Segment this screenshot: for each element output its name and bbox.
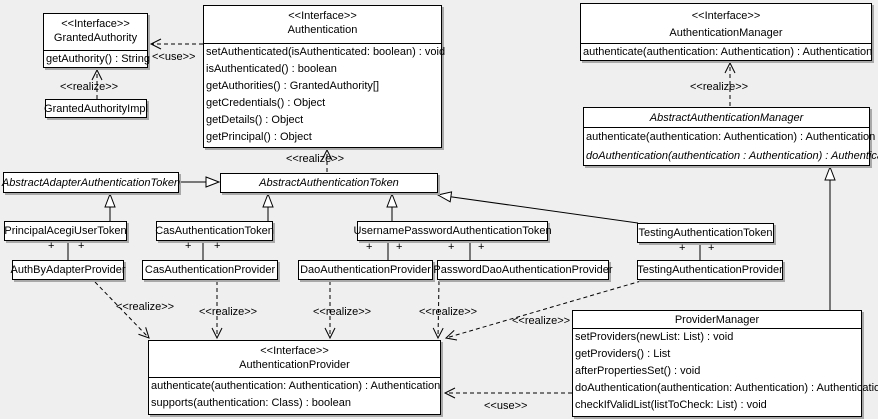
class-name: CasAuthenticationToken: [155, 225, 274, 237]
edge-realize-passworddaoauthenticationprovider: [432, 280, 444, 340]
method: authenticate(authentication: Authenticat…: [583, 46, 873, 58]
class-testing-authentication-token[interactable]: TestingAuthenticationToken: [637, 223, 774, 243]
multiplicity-label: +: [185, 240, 192, 252]
method: supports(authentication: Class) : boolea…: [151, 397, 351, 409]
class-password-dao-authentication-provider[interactable]: PasswordDaoAuthenticationProvider: [433, 260, 613, 280]
stereotype-label: <<Interface>>: [61, 18, 130, 30]
edge-gen-testingauthenticationtoken: [436, 191, 639, 224]
edge-label-realize: <<realize>>: [690, 81, 749, 93]
class-abstract-adapter-authentication-token[interactable]: AbstractAdapterAuthenticationToken: [1, 172, 181, 193]
class-provider-manager[interactable]: ProviderManager setProviders(newList: Li…: [572, 310, 878, 417]
class-authentication[interactable]: <<Interface>> Authentication setAuthenti…: [203, 5, 446, 148]
class-name: AbstractAuthenticationToken: [259, 177, 399, 189]
class-name: ProviderManager: [674, 313, 760, 326]
class-testing-authentication-provider[interactable]: TestingAuthenticationProvider: [637, 260, 783, 280]
multiplicity-label: +: [214, 240, 221, 252]
stereotype-label: <<Interface>>: [691, 10, 761, 22]
method: setAuthenticated(isAuthenticated: boolea…: [206, 46, 446, 58]
class-dao-authentication-provider[interactable]: DaoAuthenticationProvider: [298, 260, 433, 280]
multiplicity-label: +: [679, 242, 686, 254]
method: getDetails() : Object: [206, 114, 304, 126]
method: getPrincipal() : Object: [206, 131, 312, 143]
method: isAuthenticated() : boolean: [206, 63, 337, 75]
multiplicity-label: +: [478, 241, 485, 253]
class-name: AuthByAdapterProvider: [10, 264, 126, 276]
method: getProviders() : List: [575, 348, 671, 360]
class-abstract-authentication-token[interactable]: AbstractAuthenticationToken: [220, 173, 438, 193]
multiplicity-label: +: [708, 242, 715, 254]
class-name: PrincipalAcegiUserToken: [4, 225, 127, 237]
method: authenticate(authentication: Authenticat…: [151, 380, 441, 392]
class-name: AbstractAuthenticationManager: [649, 111, 804, 124]
class-name: UsernamePasswordAuthenticationToken: [353, 225, 552, 237]
method: checkIfValidList(listToCheck: List) : vo…: [575, 399, 767, 411]
class-username-password-authentication-token[interactable]: UsernamePasswordAuthenticationToken: [353, 221, 552, 241]
class-name: GrantedAuthority: [53, 32, 138, 44]
class-name: Authentication: [287, 24, 358, 36]
class-authentication-provider[interactable]: <<Interface>> AuthenticationProvider aut…: [148, 340, 441, 415]
edge-label-realize: <<realize>>: [286, 153, 345, 165]
class-granted-authority[interactable]: <<Interface>> GrantedAuthority getAuthor…: [43, 13, 150, 68]
edge-label-realize: <<realize>>: [512, 315, 571, 327]
method: getCredentials() : Object: [206, 97, 326, 109]
method-abstract: doAuthentication(authentication : Authen…: [586, 150, 878, 162]
edge-label-realize: <<realize>>: [116, 301, 175, 313]
edge-label-realize: <<realize>>: [419, 306, 478, 318]
class-cas-authentication-token[interactable]: CasAuthenticationToken: [155, 221, 274, 241]
class-cas-authentication-provider[interactable]: CasAuthenticationProvider: [142, 260, 278, 280]
class-name: AuthenticationProvider: [239, 359, 350, 371]
method: authenticate(authentication: Authenticat…: [586, 131, 876, 143]
method: getAuthorities() : GrantedAuthority[]: [206, 80, 380, 92]
multiplicity-label: +: [448, 241, 455, 253]
class-name: AuthenticationManager: [669, 27, 783, 39]
class-name: AbstractAdapterAuthenticationToken: [1, 176, 181, 189]
stereotype-label: <<Interface>>: [260, 345, 329, 357]
class-abstract-authentication-manager[interactable]: AbstractAuthenticationManager authentica…: [583, 107, 878, 166]
class-authentication-manager[interactable]: <<Interface>> AuthenticationManager auth…: [580, 3, 872, 61]
edge-label-realize: <<realize>>: [199, 306, 258, 318]
class-name: CasAuthenticationProvider: [144, 264, 276, 276]
class-name: TestingAuthenticationProvider: [637, 264, 783, 276]
method: afterPropertiesSet() : void: [575, 365, 701, 377]
class-name: TestingAuthenticationToken: [638, 227, 773, 239]
edge-realize-authbyadapterprovider: [94, 281, 150, 339]
stereotype-label: <<Interface>>: [288, 10, 357, 22]
method: doAuthentication(authentication: Authent…: [575, 382, 878, 394]
edge-label-realize: <<realize>>: [313, 306, 372, 318]
edge-label-realize: <<realize>>: [60, 81, 119, 93]
class-name: DaoAuthenticationProvider: [300, 264, 431, 276]
edge-label-use: <<use>>: [484, 400, 528, 412]
multiplicity-label: +: [48, 240, 55, 252]
edge-realize-testingauthenticationprovider: [444, 280, 642, 341]
class-principal-acegi-user-token[interactable]: PrincipalAcegiUserToken: [4, 221, 127, 241]
multiplicity-label: +: [78, 240, 85, 252]
method: getAuthority() : String: [46, 53, 150, 65]
method: setProviders(newList: List) : void: [575, 331, 734, 343]
class-name: GrantedAuthorityImpl: [44, 102, 148, 115]
class-auth-by-adapter-provider[interactable]: AuthByAdapterProvider: [10, 260, 126, 280]
class-name: PasswordDaoAuthenticationProvider: [433, 264, 613, 276]
class-granted-authority-impl[interactable]: GrantedAuthorityImpl: [44, 99, 148, 118]
edge-label-use: <<use>>: [152, 51, 196, 63]
multiplicity-label: +: [396, 241, 403, 253]
multiplicity-label: +: [366, 241, 373, 253]
